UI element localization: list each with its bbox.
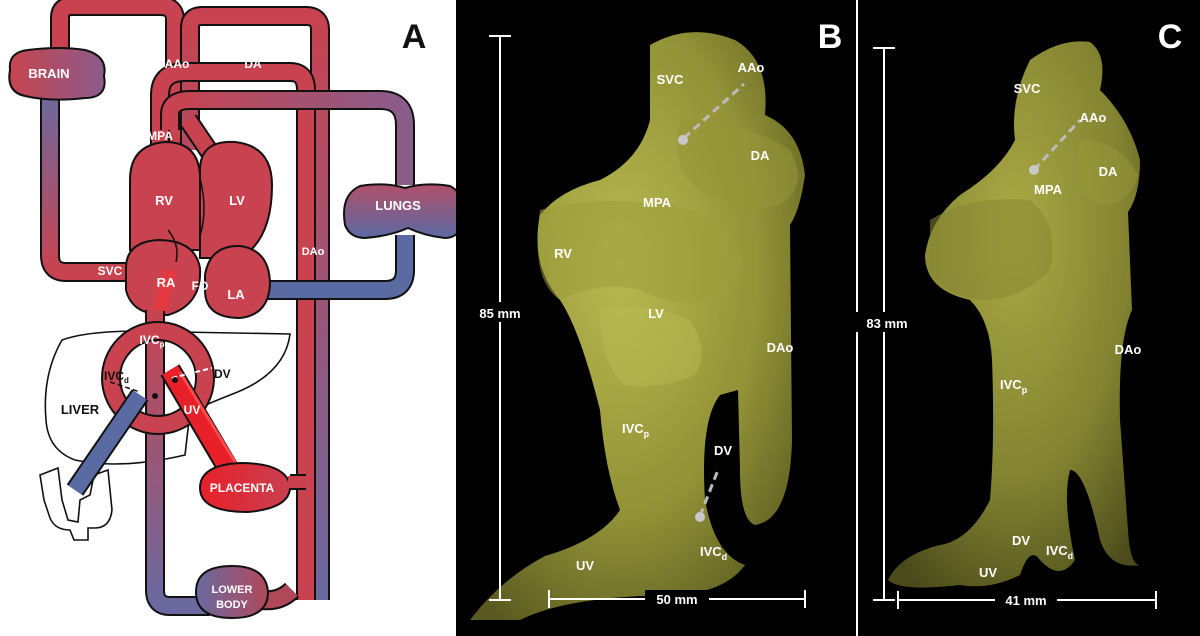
panel-c-model: 83 mm 41 mm SVC AAo MPA DA DAo IVCp DV I… bbox=[856, 0, 1200, 636]
label-svc: SVC bbox=[98, 264, 123, 278]
b-label-ivc-d: IVCd bbox=[700, 544, 727, 562]
b-label-mpa: MPA bbox=[643, 195, 672, 210]
b-label-da: DA bbox=[751, 148, 770, 163]
panel-letter-c: C bbox=[1158, 18, 1183, 56]
scale-width-b-label: 50 mm bbox=[656, 592, 697, 607]
model-b-shape bbox=[470, 32, 805, 621]
label-ivc-p: IVCp bbox=[140, 333, 165, 349]
heart bbox=[125, 140, 274, 320]
lower-body bbox=[194, 564, 270, 620]
b-label-dv: DV bbox=[714, 443, 732, 458]
scale-height-b-label: 85 mm bbox=[479, 306, 520, 321]
label-rv: RV bbox=[155, 193, 173, 208]
panel-b-model: 85 mm 50 mm SVC AAo DA MPA RV LV DAo IVC… bbox=[456, 0, 856, 636]
svc-return bbox=[40, 90, 140, 282]
label-body: BODY bbox=[216, 599, 248, 611]
c-label-dv: DV bbox=[1012, 533, 1030, 548]
label-uv: UV bbox=[184, 403, 201, 417]
b-label-rv: RV bbox=[554, 246, 572, 261]
c-label-ivc-d: IVCd bbox=[1046, 543, 1073, 561]
scale-width-c-label: 41 mm bbox=[1005, 593, 1046, 608]
b-label-dao: DAo bbox=[767, 340, 794, 355]
c-label-da: DA bbox=[1099, 164, 1118, 179]
label-lv: LV bbox=[229, 193, 245, 208]
liver-outline bbox=[44, 330, 291, 465]
b-label-ivc-p: IVCp bbox=[622, 421, 650, 439]
dv-marker-line bbox=[171, 367, 213, 379]
label-dao: DAo bbox=[302, 246, 325, 258]
label-dv: DV bbox=[214, 367, 231, 381]
label-da: DA bbox=[244, 57, 262, 71]
panel-a-schematic: BRAIN AAo DA MPA RV LV LUNGS DAo SVC RA … bbox=[8, 0, 465, 620]
intestine-outline bbox=[39, 466, 113, 541]
c-label-mpa: MPA bbox=[1034, 182, 1063, 197]
label-liver: LIVER bbox=[61, 402, 100, 417]
label-la: LA bbox=[227, 287, 245, 302]
scale-height-c-label: 83 mm bbox=[866, 316, 907, 331]
label-placenta: PLACENTA bbox=[210, 481, 275, 495]
b-label-lv: LV bbox=[648, 306, 664, 321]
label-lower: LOWER bbox=[212, 584, 253, 596]
brain bbox=[8, 47, 106, 101]
panel-letter-a: A bbox=[402, 18, 427, 56]
panel-letter-b: B bbox=[818, 18, 843, 56]
label-aao: AAo bbox=[165, 57, 190, 71]
b-label-aao: AAo bbox=[738, 60, 765, 75]
label-ra: RA bbox=[157, 275, 176, 290]
label-lungs: LUNGS bbox=[375, 198, 421, 213]
c-label-svc: SVC bbox=[1014, 81, 1041, 96]
label-mpa: MPA bbox=[147, 129, 173, 143]
label-fo: FO bbox=[192, 279, 209, 293]
b-label-svc: SVC bbox=[657, 72, 684, 87]
c-label-dao: DAo bbox=[1115, 342, 1142, 357]
model-c-shape bbox=[888, 41, 1140, 588]
label-ivc-d: IVCd bbox=[104, 369, 129, 385]
c-label-uv: UV bbox=[979, 565, 997, 580]
b-label-uv: UV bbox=[576, 558, 594, 573]
label-brain: BRAIN bbox=[28, 66, 69, 81]
c-label-aao: AAo bbox=[1080, 110, 1107, 125]
c-label-ivc-p: IVCp bbox=[1000, 377, 1028, 395]
pulmonary-veins bbox=[260, 235, 415, 300]
